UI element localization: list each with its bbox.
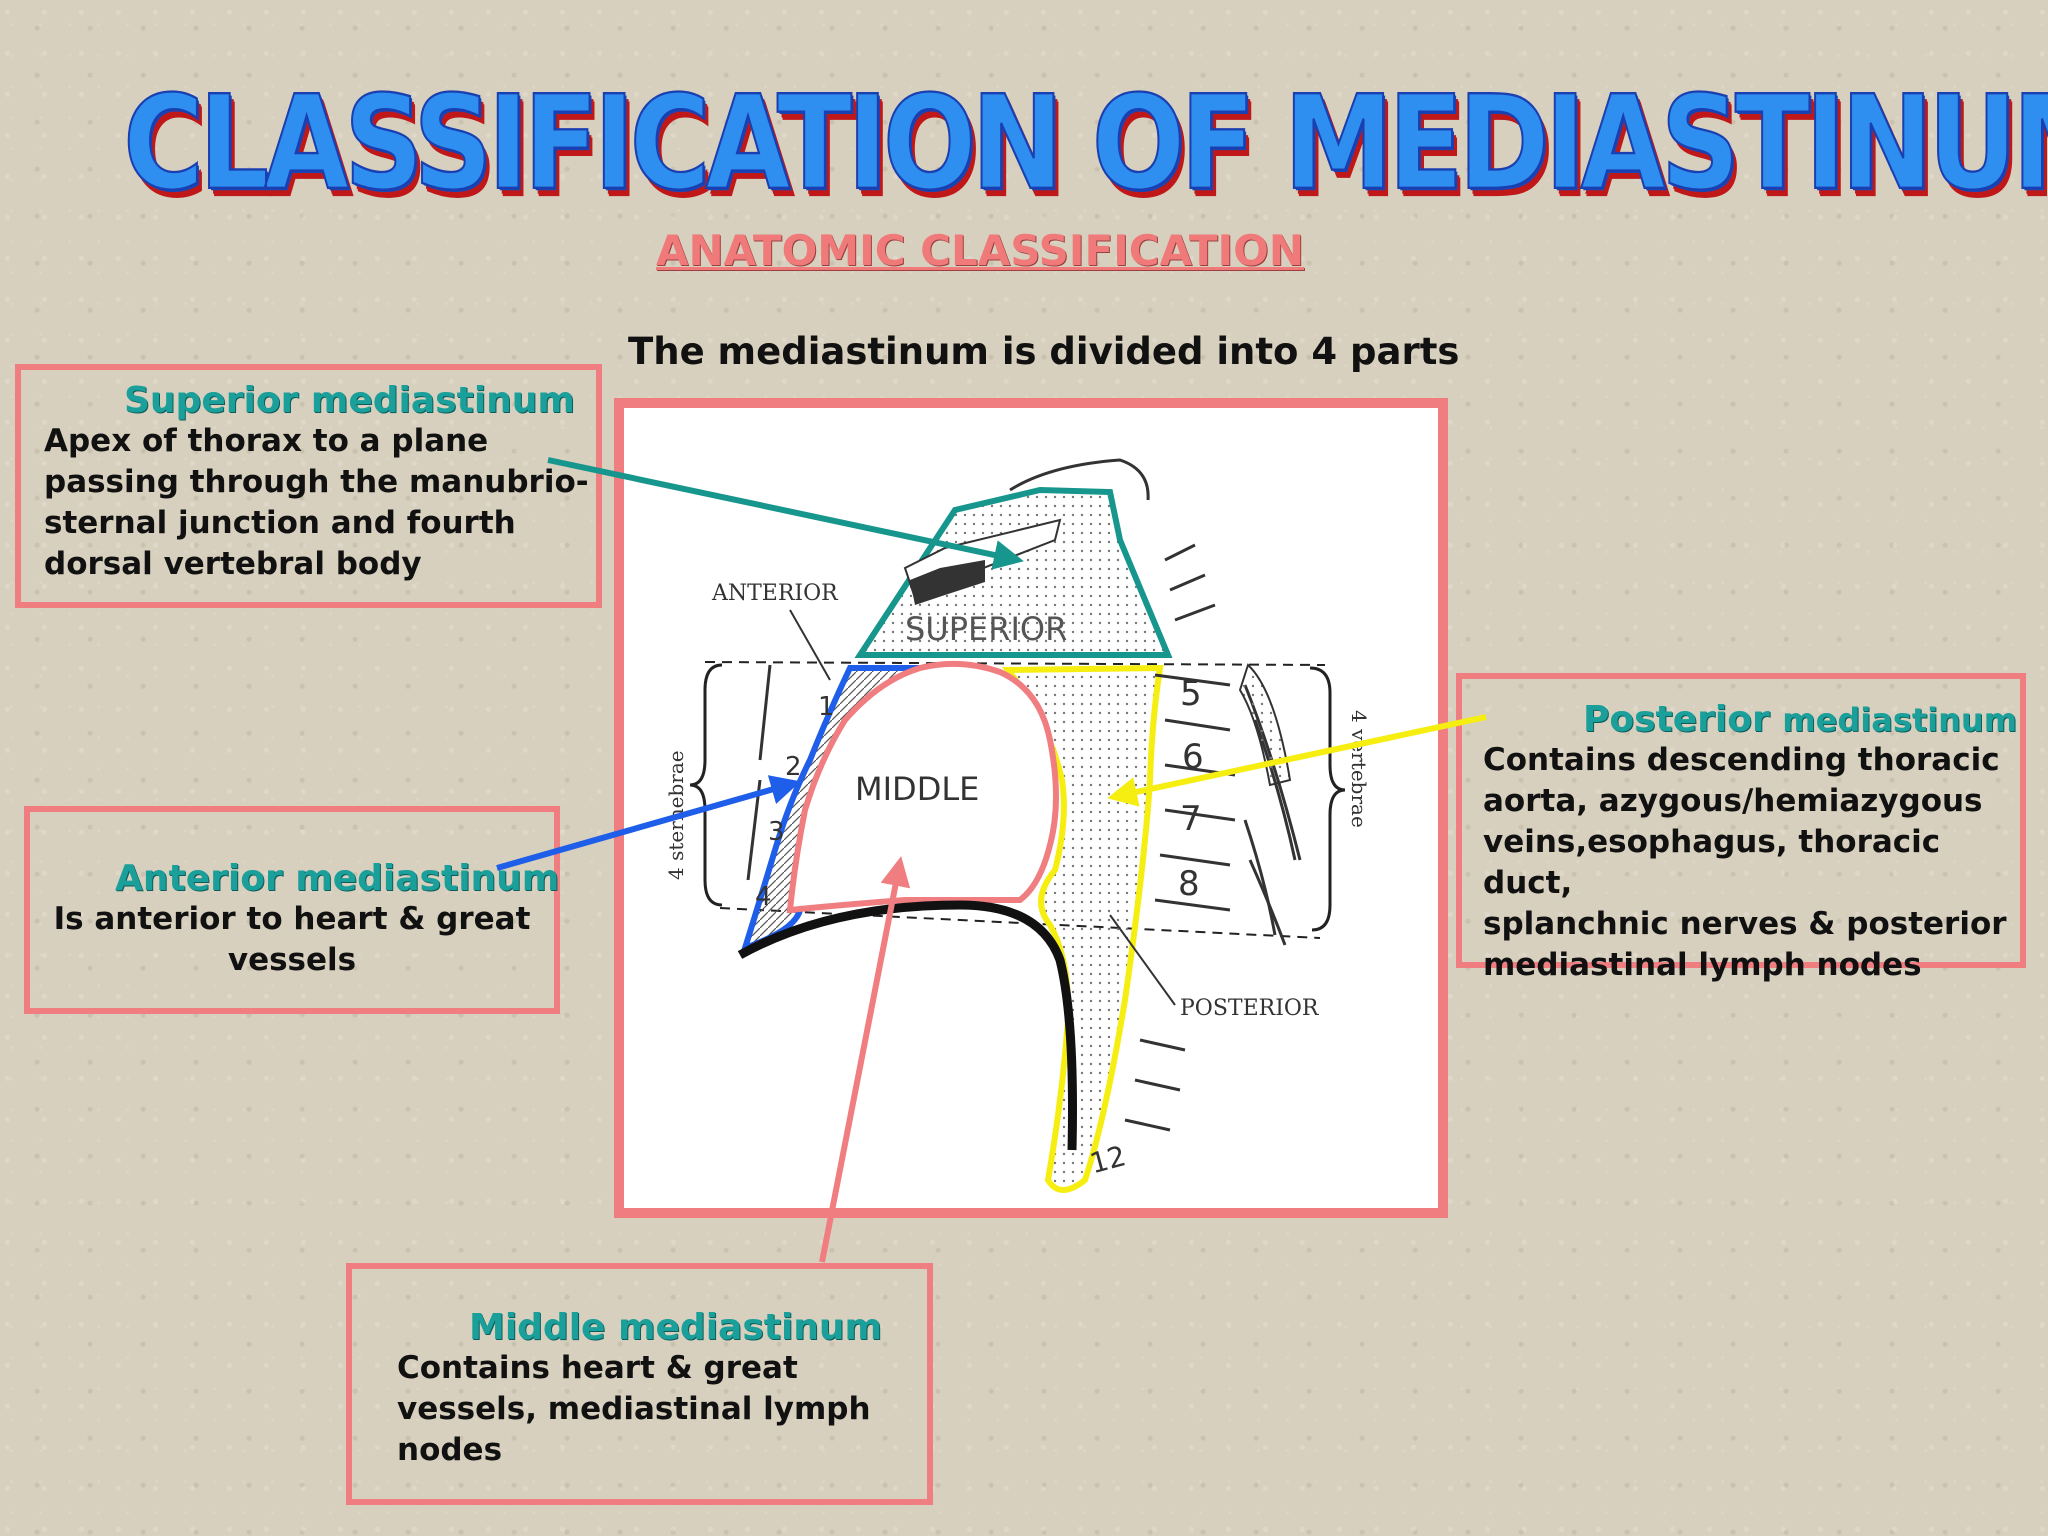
diagram-frame	[614, 398, 1448, 1218]
posterior-description: Contains descending thoracic aorta, azyg…	[1483, 742, 2007, 983]
superior-mediastinum-box: Superior mediastinum Apex of thorax to a…	[15, 364, 602, 608]
posterior-mediastinum-box: Posterior mediastinum Contains descendin…	[1456, 673, 2026, 983]
subtitle: ANATOMIC CLASSIFICATION	[656, 226, 1304, 275]
intro-text: The mediastinum is divided into 4 parts	[628, 330, 1460, 373]
middle-mediastinum-box: Middle mediastinum Contains heart & grea…	[346, 1263, 933, 1505]
superior-heading: Superior mediastinum	[124, 380, 575, 421]
superior-description: Apex of thorax to a plane passing throug…	[44, 423, 589, 582]
anterior-heading: Anterior mediastinum	[115, 858, 560, 899]
page-title: CLASSIFICATION OF MEDIASTINUM	[122, 66, 2048, 219]
anterior-mediastinum-box: Anterior mediastinum Is anterior to hear…	[24, 806, 560, 1014]
posterior-heading: Posterior mediastinum	[1483, 699, 2020, 740]
anterior-description: Is anterior to heart & great vessels	[53, 901, 531, 978]
posterior-heading-main: Posterior	[1583, 699, 1770, 740]
posterior-heading-small: mediastinum	[1782, 701, 2018, 739]
middle-description: Contains heart & great vessels, mediasti…	[397, 1350, 871, 1468]
middle-heading: Middle mediastinum	[469, 1307, 883, 1348]
